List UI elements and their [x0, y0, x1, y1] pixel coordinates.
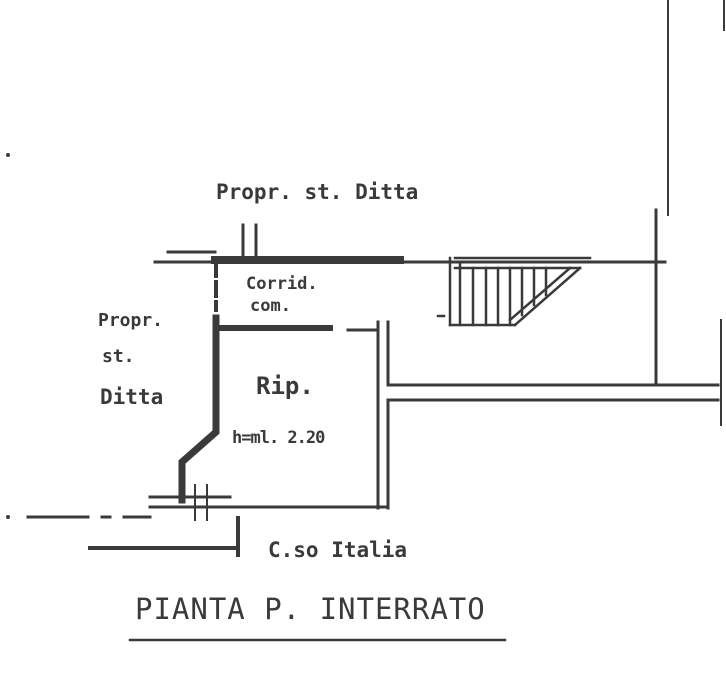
left-neighbor-label-line3: Ditta: [100, 385, 164, 409]
street-label: C.so Italia: [268, 538, 408, 562]
left-neighbor-label-line2: st.: [102, 346, 135, 367]
room-height-label: h=ml. 2.20: [232, 428, 325, 448]
corridor-label-line2: com.: [250, 296, 291, 316]
staircase: [436, 256, 592, 327]
plan-title: PIANTA P. INTERRATO: [135, 592, 486, 626]
corridor-label-line1: Corrid.: [246, 274, 318, 294]
room-name-label: Rip.: [256, 372, 314, 400]
room-left-wall: [178, 314, 220, 504]
top-neighbor-label: Propr. st. Ditta: [216, 180, 419, 204]
left-neighbor-label-line1: Propr.: [98, 310, 164, 331]
